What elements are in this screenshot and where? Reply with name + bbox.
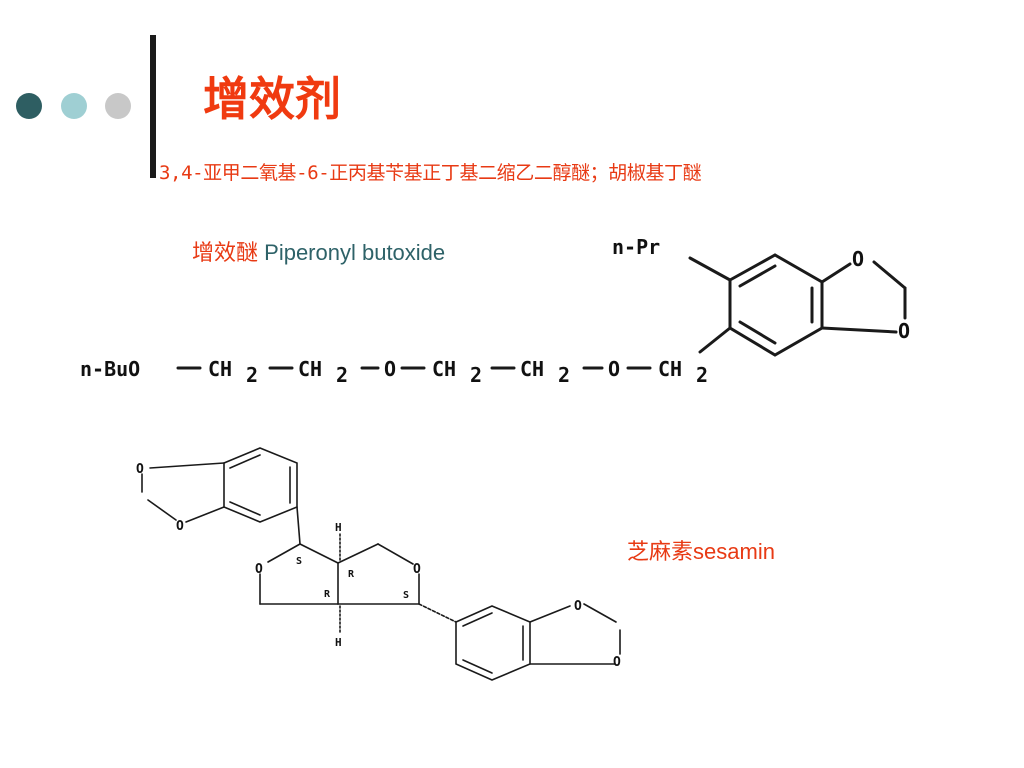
sesamin-hydrogen-1: H bbox=[335, 521, 342, 534]
sesamin-oxygen-5: O bbox=[574, 599, 582, 614]
pbo-chain: n-BuO CH 2 CH 2 O CH 2 CH 2 O CH 2 bbox=[80, 357, 708, 387]
sesamin-hydrogen-2: H bbox=[335, 636, 342, 649]
sesamin-bonds bbox=[141, 447, 621, 681]
sesamin-stereo-r-2: R bbox=[324, 589, 331, 600]
title-divider-line bbox=[150, 35, 156, 178]
sesamin-oxygen-4: O bbox=[413, 562, 421, 577]
pbo-ch2-4: CH bbox=[520, 357, 544, 381]
sesamin-stereo-s-1: S bbox=[296, 556, 302, 567]
sesamin-oxygen-1: O bbox=[136, 462, 144, 477]
pbo-ch2-3: CH bbox=[432, 357, 456, 381]
pbo-structure: n-Pr O O n-BuO CH 2 CH 2 O CH 2 CH 2 O C… bbox=[80, 235, 910, 387]
pbo-ch2-1: CH bbox=[208, 357, 232, 381]
pbo-sub-2: 2 bbox=[336, 363, 348, 387]
pbo-ring-oxygen-1: O bbox=[852, 247, 864, 271]
sesamin-oxygen-2: O bbox=[176, 519, 184, 534]
pbo-ether-o-2: O bbox=[608, 357, 620, 381]
slide-title: 增效剂 bbox=[203, 72, 341, 126]
pbo-sub-4: 2 bbox=[558, 363, 570, 387]
pbo-sub-5: 2 bbox=[696, 363, 708, 387]
pbo-ch2-5: CH bbox=[658, 357, 682, 381]
pbo-propyl: n-Pr bbox=[612, 235, 660, 259]
pbo-ch2-2: CH bbox=[298, 357, 322, 381]
pbo-bonds bbox=[176, 253, 907, 370]
sesamin-oxygen-6: O bbox=[613, 655, 621, 670]
sesamin-label-cn: 芝麻素 bbox=[627, 539, 694, 564]
pbo-sub-1: 2 bbox=[246, 363, 258, 387]
sesamin-label: 芝麻素sesamin bbox=[627, 539, 775, 565]
sesamin-label-en: sesamin bbox=[693, 539, 775, 564]
decor-dot-dark bbox=[16, 93, 42, 119]
pbo-label: 增效醚 Piperonyl butoxide bbox=[192, 240, 445, 266]
pbo-ether-o-1: O bbox=[384, 357, 396, 381]
slide-subtitle: 3,4-亚甲二氧基-6-正丙基苄基正丁基二缩乙二醇醚；胡椒基丁醚 bbox=[159, 162, 702, 184]
sesamin-stereo-r-1: R bbox=[348, 569, 355, 580]
decor-dot-teal bbox=[61, 93, 87, 119]
pbo-butoxy: n-BuO bbox=[80, 357, 140, 381]
pbo-label-cn: 增效醚 bbox=[192, 240, 259, 265]
decor-dot-gray bbox=[105, 93, 131, 119]
sesamin-oxygen-3: O bbox=[255, 562, 263, 577]
pbo-label-en: Piperonyl butoxide bbox=[264, 240, 446, 265]
pbo-sub-3: 2 bbox=[470, 363, 482, 387]
sesamin-stereo-s-2: S bbox=[403, 590, 409, 601]
pbo-ring-oxygen-2: O bbox=[898, 319, 910, 343]
sesamin-structure: O O O O O O H H S R R S bbox=[136, 447, 621, 681]
